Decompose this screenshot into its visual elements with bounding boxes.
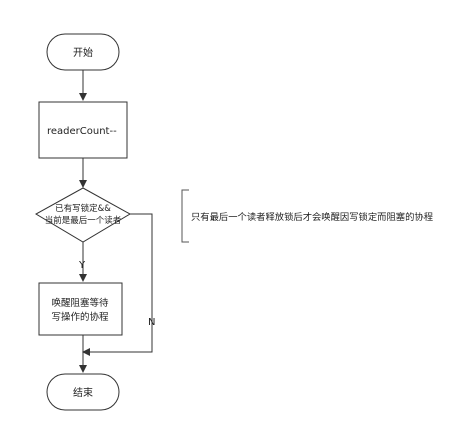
end-node: 结束	[46, 373, 120, 411]
annotation: 只有最后一个读者释放锁后才会唤醒因写锁定而阻塞的协程	[181, 189, 433, 243]
wake-node-line2: 写操作的协程	[51, 311, 109, 323]
decision-node-line2: 当前是最后一个读者	[45, 215, 122, 226]
decision-node-line1: 已有写锁定&&	[55, 203, 111, 214]
wake-node-line1: 唤醒阻塞等待	[51, 297, 109, 309]
wake-node: 唤醒阻塞等待 写操作的协程	[38, 282, 123, 336]
edge-label-no: N	[148, 317, 155, 328]
start-node-label: 开始	[73, 46, 93, 59]
process-node-label: readerCount--	[47, 126, 117, 137]
edge-decision-no-branch	[82, 213, 153, 356]
process-node: readerCount--	[38, 101, 128, 159]
annotation-text: 只有最后一个读者释放锁后才会唤醒因写锁定而阻塞的协程	[191, 211, 433, 223]
annotation-bracket	[181, 189, 189, 243]
end-node-label: 结束	[73, 386, 93, 399]
decision-node: 已有写锁定&& 当前是最后一个读者	[34, 187, 132, 243]
start-node: 开始	[46, 33, 120, 71]
edge-label-yes: Y	[78, 260, 86, 271]
